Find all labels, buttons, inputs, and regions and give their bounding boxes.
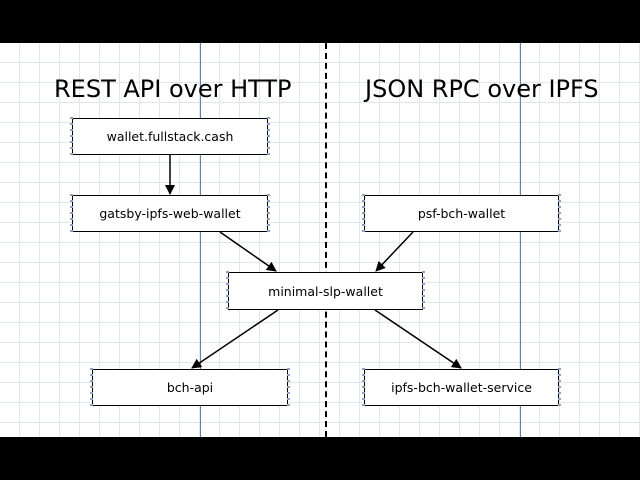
heading-json-rpc: JSON RPC over IPFS xyxy=(365,75,599,103)
diagram-canvas: REST API over HTTP JSON RPC over IPFS wa… xyxy=(0,43,640,437)
node-psf-bch-wallet[interactable]: psf-bch-wallet xyxy=(362,194,561,233)
node-bch-api[interactable]: bch-api xyxy=(90,368,290,407)
arrow-gatsby-to-minimal xyxy=(219,231,277,272)
right-lane-line xyxy=(520,43,521,437)
arrow-minimal-to-bchapi xyxy=(191,309,279,369)
node-ipfs-bch-wallet-service[interactable]: ipfs-bch-wallet-service xyxy=(362,368,561,407)
arrow-psf-to-minimal xyxy=(375,231,414,272)
lane-divider xyxy=(325,43,327,437)
arrow-minimal-to-ipfs-service xyxy=(374,309,462,369)
node-gatsby-ipfs-web-wallet[interactable]: gatsby-ipfs-web-wallet xyxy=(70,194,270,233)
node-minimal-slp-wallet[interactable]: minimal-slp-wallet xyxy=(226,271,425,311)
connector-layer xyxy=(165,155,462,369)
node-wallet-fullstack-cash[interactable]: wallet.fullstack.cash xyxy=(70,117,270,156)
left-lane-line xyxy=(200,43,201,437)
heading-rest-api: REST API over HTTP xyxy=(54,75,292,103)
